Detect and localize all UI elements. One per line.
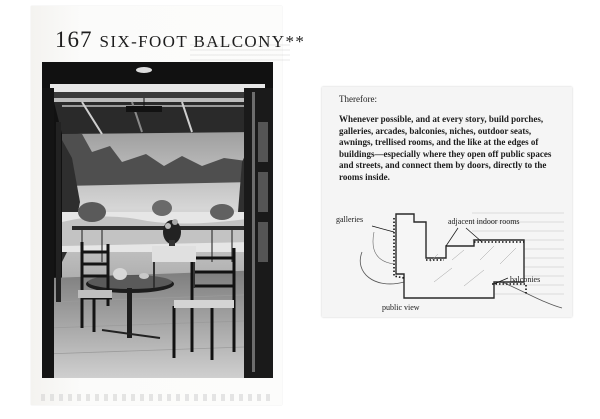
indoor-rooms-edge [426, 241, 524, 261]
solution-text: Whenever possible, and at every story, b… [339, 114, 552, 182]
label-balconies: balconies [510, 275, 540, 284]
label-adjacent-indoor-rooms: adjacent indoor rooms [448, 217, 520, 226]
therefore-label: Therefore: [339, 94, 377, 104]
bleed-through-text [190, 44, 290, 62]
label-public-view: public view [382, 303, 420, 312]
balcony-photo [42, 62, 273, 378]
balconies-edge [492, 283, 527, 294]
balcony-diagram: galleries adjacent indoor rooms balconie… [336, 213, 563, 312]
pattern-heading: 167 SIX-FOOT BALCONY** [55, 18, 305, 55]
pattern-title: SIX-FOOT BALCONY** [99, 32, 306, 51]
right-page: Therefore: Whenever possible, and at eve… [322, 87, 572, 317]
balcony-photo-image [42, 62, 273, 378]
label-galleries: galleries [336, 215, 363, 224]
building-outline [395, 213, 525, 299]
bottom-bleed [41, 394, 275, 401]
pattern-number: 167 [55, 27, 93, 52]
